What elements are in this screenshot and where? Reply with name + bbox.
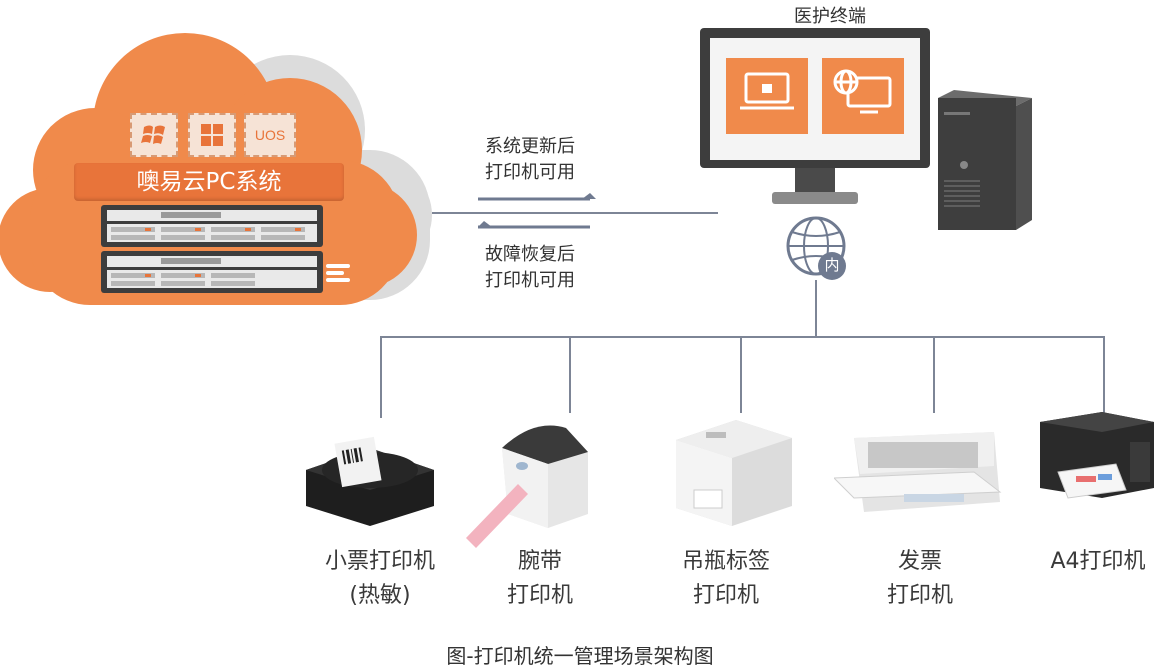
printer-label-line1: 发票 bbox=[897, 549, 942, 574]
printer-label-receipt: 小票打印机 (热敏) bbox=[285, 545, 475, 613]
terminal-title: 医护终端 bbox=[794, 6, 866, 27]
cloud-label: 噢易云PC系统 bbox=[74, 163, 344, 201]
printer-label-vial-tag: 吊瓶标签 打印机 bbox=[656, 545, 796, 613]
receipt-printer-icon bbox=[306, 436, 434, 526]
printer-label-invoice: 发票 打印机 bbox=[860, 545, 980, 613]
printer-label-line1: 腕带 bbox=[517, 549, 562, 574]
monitor-icon bbox=[700, 28, 930, 204]
arrow-top-label-1: 系统更新后 bbox=[485, 136, 575, 157]
arrow-top-label: 系统更新后 打印机可用 bbox=[470, 134, 590, 186]
arrow-top-label-2: 打印机可用 bbox=[485, 162, 575, 183]
printer-label-line1: 吊瓶标签 bbox=[681, 549, 770, 574]
printer-label-line2: 打印机 bbox=[506, 583, 573, 608]
pc-tower-icon bbox=[938, 90, 1032, 230]
printer-label-line2: (热敏) bbox=[349, 583, 411, 608]
brand-logo-icon bbox=[326, 264, 350, 282]
laptop-lock-icon bbox=[740, 72, 794, 110]
printer-label-line1: 小票打印机 bbox=[324, 549, 435, 574]
arrow-bottom-label-2: 打印机可用 bbox=[485, 270, 575, 291]
uos-badge: UOS bbox=[244, 113, 296, 157]
globe-monitor-icon bbox=[833, 69, 892, 114]
server-rack-icon bbox=[101, 205, 323, 293]
wristband-printer-icon bbox=[466, 425, 588, 548]
a4-printer-icon bbox=[1040, 412, 1154, 499]
uos-label: UOS bbox=[254, 127, 286, 143]
windows-xp-icon bbox=[141, 125, 165, 144]
windows-badge bbox=[188, 113, 236, 157]
printer-label-line2: 打印机 bbox=[886, 583, 953, 608]
arrow-bottom-label-1: 故障恢复后 bbox=[485, 244, 575, 265]
network-globe-icon bbox=[786, 216, 846, 280]
windows-xp-badge bbox=[130, 113, 178, 157]
network-badge: 内 bbox=[824, 256, 840, 274]
label-printer-icon bbox=[676, 420, 792, 526]
printer-label-wristband: 腕带 打印机 bbox=[480, 545, 600, 613]
invoice-printer-icon bbox=[834, 432, 1002, 512]
windows-icon bbox=[201, 124, 223, 146]
figure-caption: 图-打印机统一管理场景架构图 bbox=[446, 644, 714, 668]
printer-label-line1: A4打印机 bbox=[1050, 549, 1146, 574]
printer-label-line2: 打印机 bbox=[692, 583, 759, 608]
arrow-bottom-label: 故障恢复后 打印机可用 bbox=[470, 242, 590, 294]
printer-label-a4: A4打印机 bbox=[1036, 545, 1160, 579]
